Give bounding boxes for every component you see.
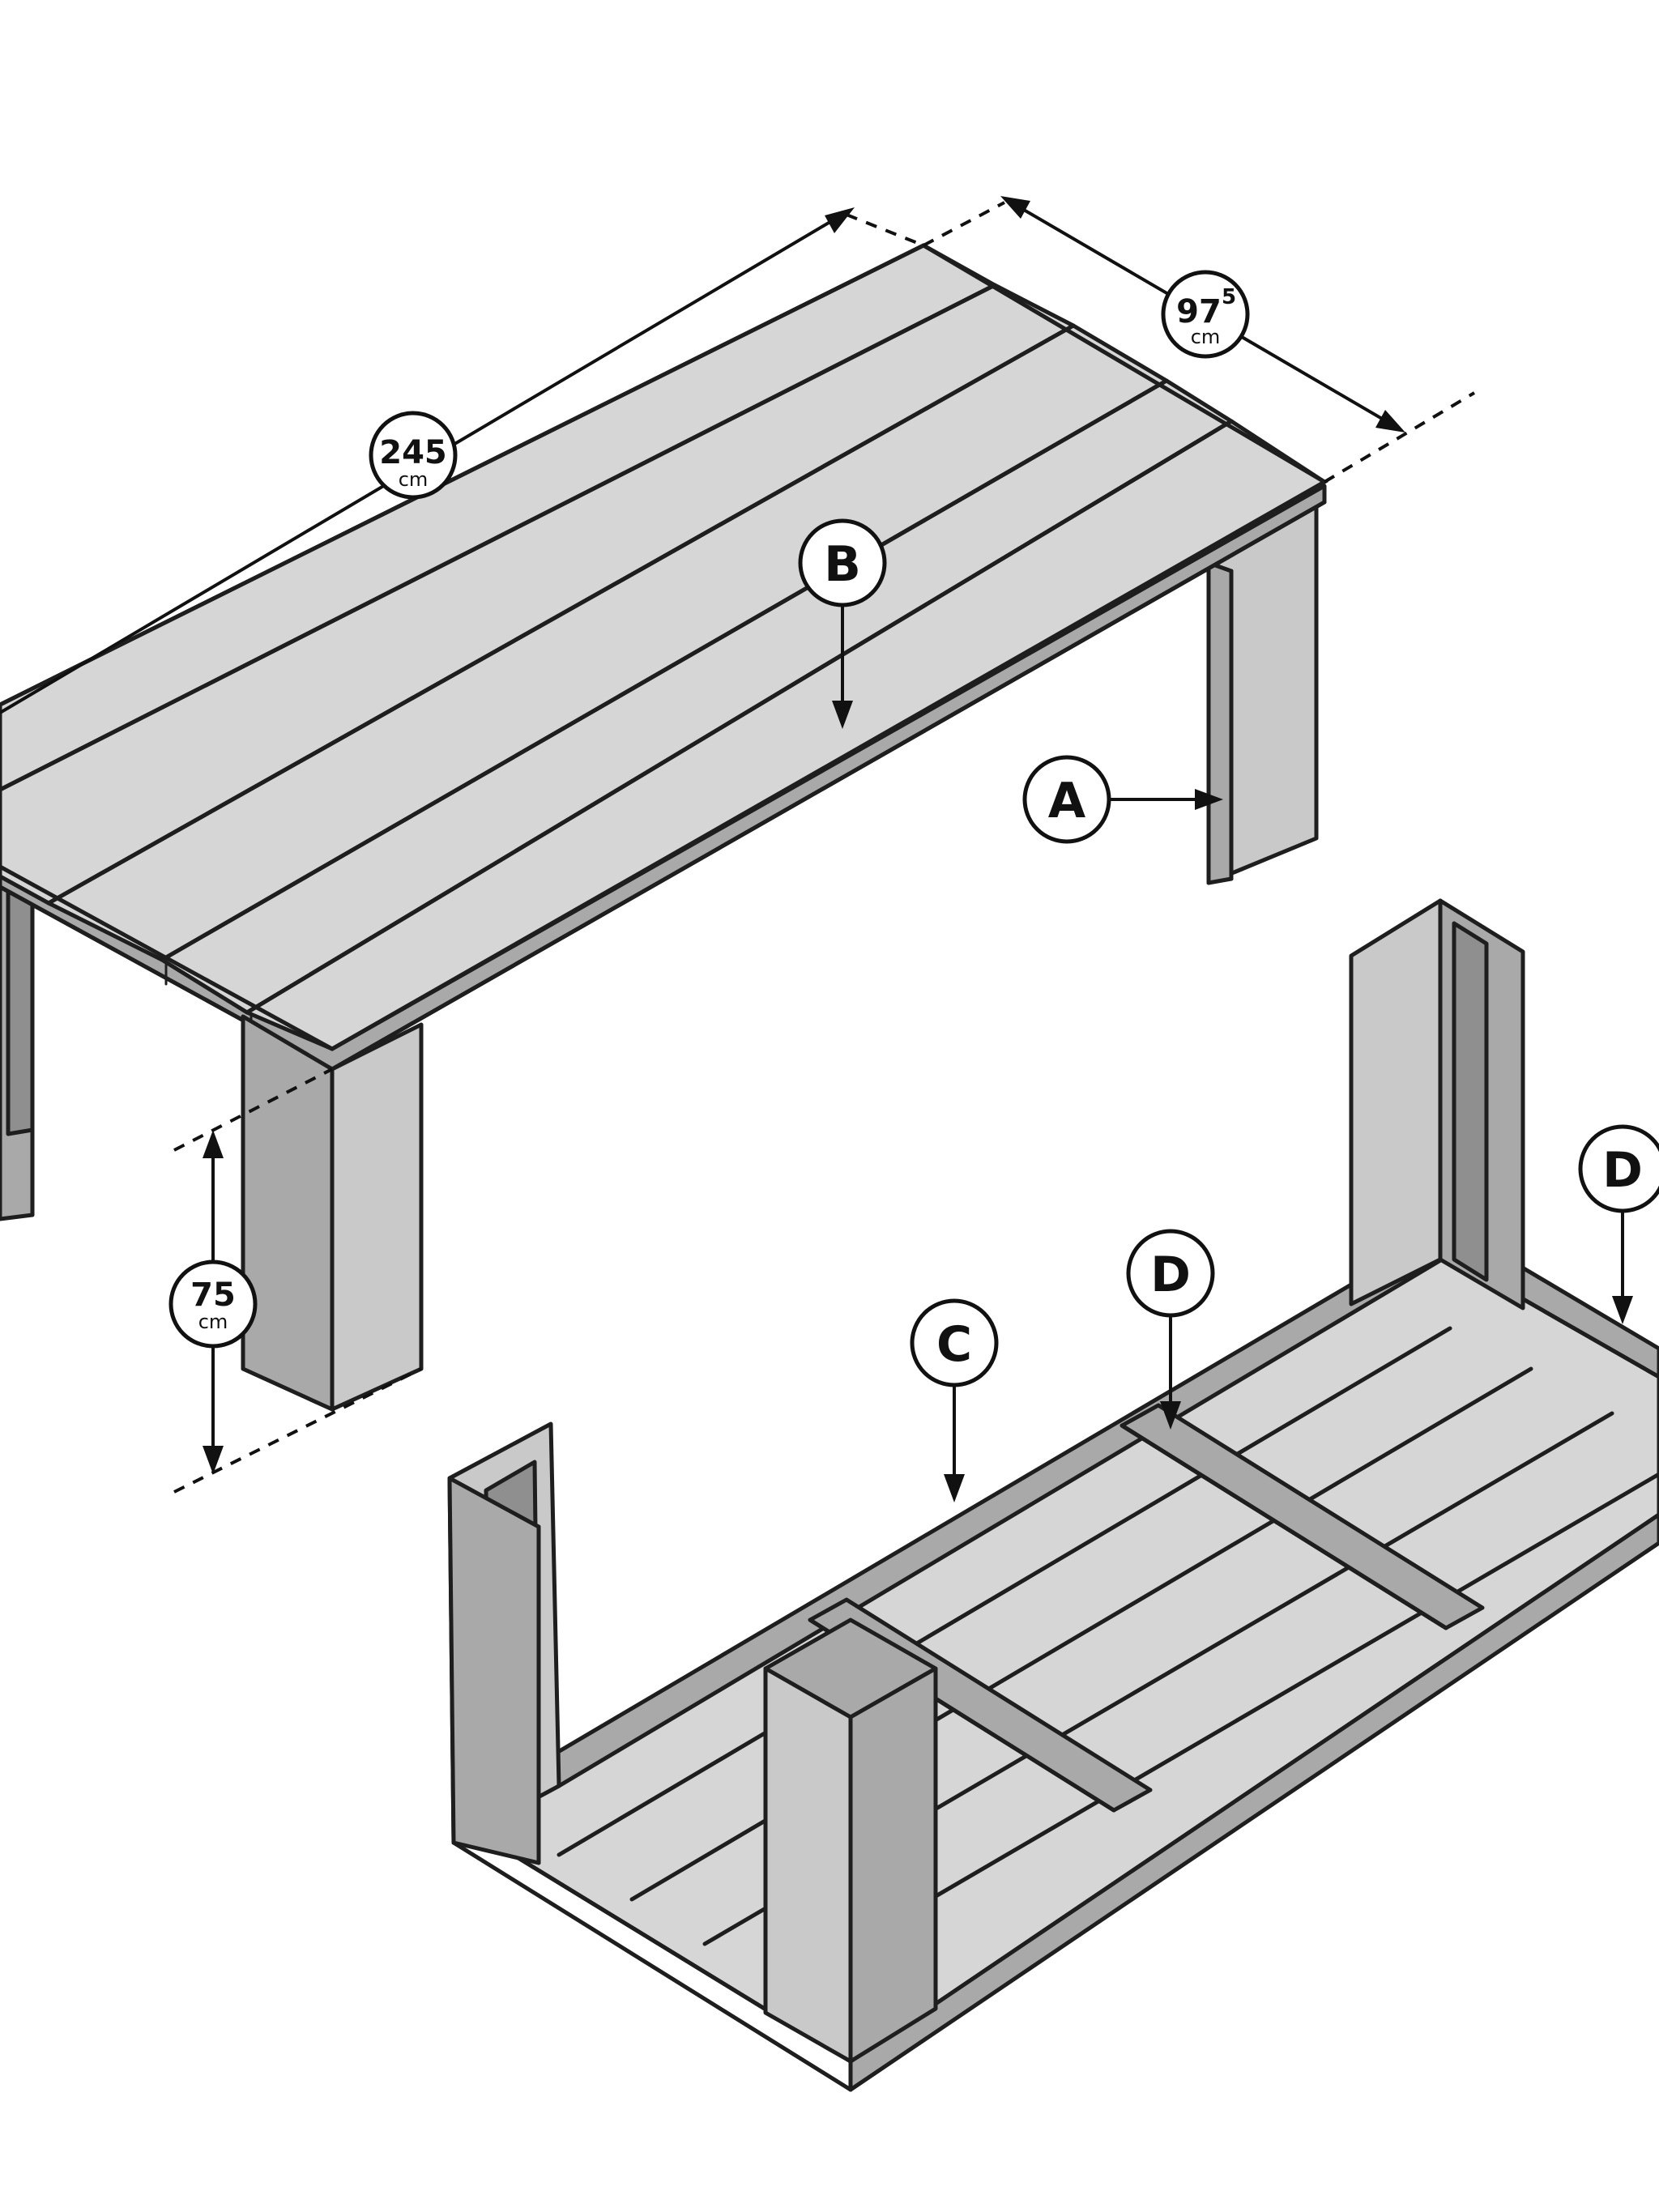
table-leg-front-left xyxy=(241,1014,424,1412)
dimension-length-unit: cm xyxy=(399,468,429,491)
underside-leg-back-left xyxy=(447,1421,561,1865)
callout-d-right-label: D xyxy=(1602,1142,1643,1199)
tabletop-b xyxy=(0,243,1328,1051)
cross-brace-d-middle xyxy=(1120,1403,1485,1630)
callout-d-middle: D xyxy=(1126,1229,1215,1430)
callout-c: C xyxy=(910,1298,999,1502)
dimension-width-unit: cm xyxy=(1191,326,1221,348)
dimension-height: 75 cm xyxy=(168,1068,422,1494)
table-underside xyxy=(447,898,1659,2092)
dimension-height-unit: cm xyxy=(198,1311,228,1333)
dimension-width-badge xyxy=(1161,270,1250,359)
callout-a-label: A xyxy=(1048,773,1086,829)
dimension-length: 245 cm xyxy=(0,207,924,714)
dimension-width: 97 5 cm xyxy=(923,196,1476,484)
dimension-height-badge xyxy=(168,1259,258,1349)
callout-b-label: B xyxy=(824,536,861,593)
callout-d-middle-label: D xyxy=(1150,1247,1191,1303)
table-leg-far-left xyxy=(0,880,35,1221)
underside-leg-front-left xyxy=(763,1617,938,2064)
callout-d-right: D xyxy=(1578,1124,1659,1324)
underside-leg-back-right xyxy=(1349,898,1525,1311)
dimension-width-value: 97 xyxy=(1176,293,1222,330)
dimension-length-value: 245 xyxy=(379,434,447,471)
assembled-table xyxy=(0,243,1328,1412)
dimension-height-value: 75 xyxy=(190,1276,236,1314)
callout-b: B xyxy=(798,518,887,729)
dimension-width-superscript: 5 xyxy=(1222,285,1236,309)
callout-a: A xyxy=(1022,755,1223,844)
table-leg-a xyxy=(1206,502,1319,885)
dimension-length-badge xyxy=(369,411,458,500)
callout-c-label: C xyxy=(936,1316,972,1373)
